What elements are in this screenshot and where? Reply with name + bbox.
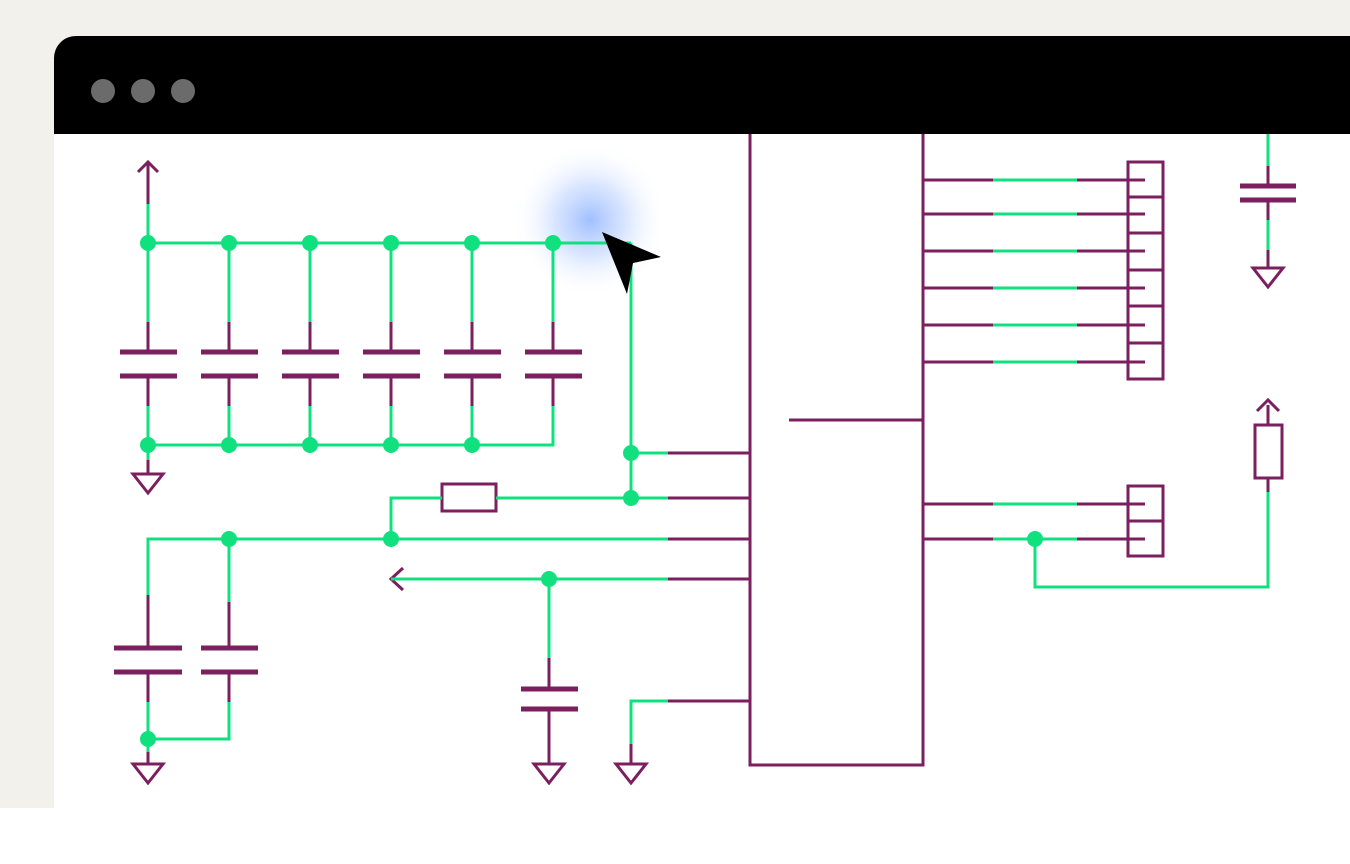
window-close-button[interactable] — [91, 79, 115, 103]
window-minimize-button[interactable] — [131, 79, 155, 103]
ground-left-bottom — [129, 762, 167, 786]
ground-pin5 — [612, 762, 650, 786]
cursor-glow — [512, 142, 668, 298]
ic-chip-body — [748, 134, 925, 767]
ground-middle — [530, 762, 568, 786]
junction-dots — [140, 235, 1043, 747]
arrow-pointer-icon — [602, 232, 661, 294]
window-titlebar — [54, 36, 1350, 134]
resistor-pullup — [1253, 423, 1284, 480]
power-arrow-right — [1255, 397, 1281, 413]
schematic-editor-window — [54, 36, 1350, 808]
ground-top-right — [1249, 266, 1287, 290]
window-maximize-button[interactable] — [171, 79, 195, 103]
schematic-drawing[interactable] — [54, 134, 1350, 808]
resistor-series — [440, 482, 498, 513]
power-arrow-left — [136, 159, 160, 174]
highlighted-net — [146, 134, 1270, 752]
schematic-canvas[interactable] — [54, 134, 1350, 808]
ground-left-top — [129, 472, 167, 496]
capacitor-bank — [120, 322, 582, 406]
normal-wires — [114, 134, 1296, 786]
